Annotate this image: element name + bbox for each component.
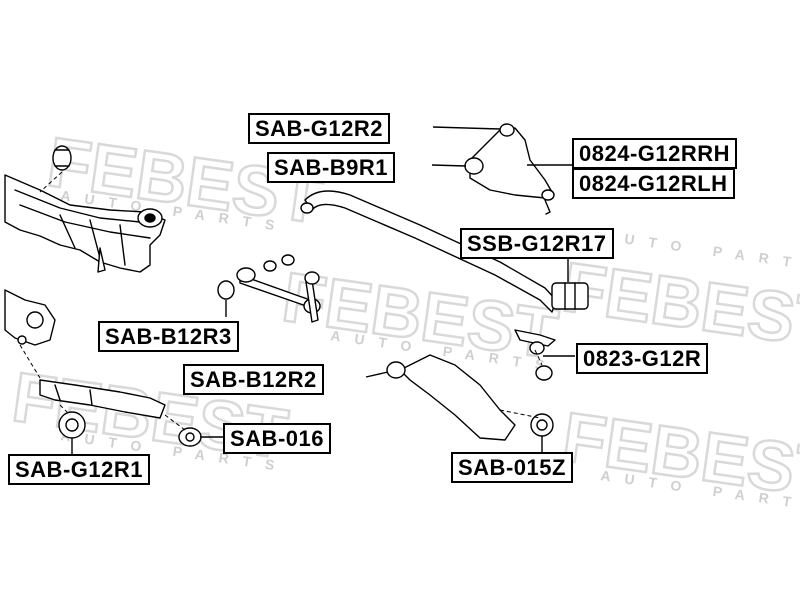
label-0824-g12rlh: 0824-G12RLH [572,168,735,199]
bushing-0823 [529,341,545,355]
lower-arm [399,354,516,441]
bushing-sab-b9r1 [464,157,484,175]
guide-line-2 [19,344,41,379]
label-0824-g12rrh: 0824-G12RRH [572,138,738,169]
label-sab-016: SAB-016 [223,423,331,454]
label-sab-b12r3: SAB-B12R3 [98,321,239,352]
bushing-top-left [52,145,72,171]
label-0823-g12r: 0823-G12R [576,343,709,374]
leader-sab-b9r1 [431,164,467,167]
bushing-sab-b12r2 [386,361,406,379]
label-sab-g12r1: SAB-G12R1 [8,454,150,485]
label-sab-015z: SAB-015Z [451,452,573,483]
bushing-sab-b12r3 [217,280,235,300]
guide-line-5 [534,349,543,366]
guide-line-4 [164,414,186,431]
guide-line-1 [39,171,63,193]
leader-sab-b12r2 [365,371,389,378]
stabilizer-bushing [551,282,589,310]
guide-line-3 [59,404,71,416]
label-sab-b12r2: SAB-B12R2 [183,364,324,395]
label-sab-b9r1: SAB-B9R1 [267,152,396,183]
label-ssb-g12r17: SSB-G12R17 [460,228,614,259]
stabilizer-bar [304,190,557,313]
label-sab-g12r2: SAB-G12R2 [248,113,390,144]
subframe [4,174,166,273]
leader-sab-g12r2 [432,126,501,130]
trailing-arm [39,379,166,419]
toe-link [514,329,556,347]
